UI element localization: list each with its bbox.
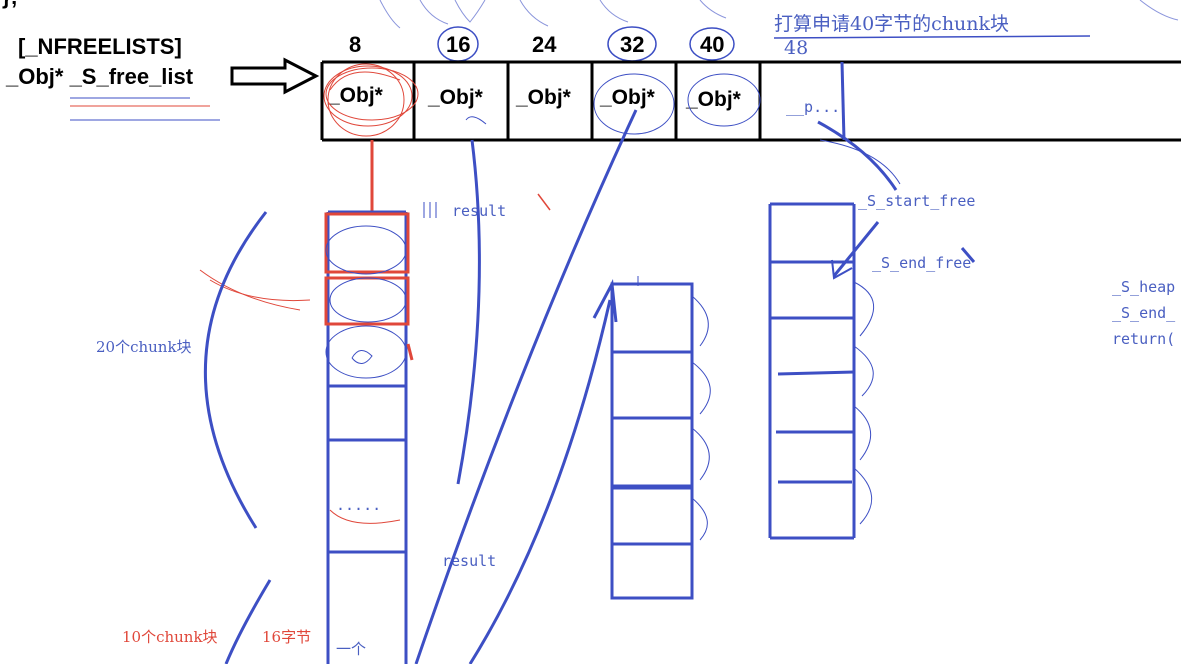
pointer-p	[817, 120, 898, 191]
result-label-bottom: result	[442, 552, 496, 570]
array-cell-text: __p...	[786, 98, 840, 116]
array-cell-text: _Obj*	[685, 88, 742, 111]
pointer-32	[414, 109, 638, 664]
p-divider	[840, 61, 846, 141]
chunk-scribble	[325, 225, 407, 379]
result-tick	[423, 202, 437, 218]
array-cell-text: _Obj*	[515, 86, 572, 109]
chunk-column-32	[610, 282, 694, 600]
return-fragment: return(	[1112, 330, 1175, 348]
column-32-scribble	[637, 276, 711, 541]
chunk-column-8	[326, 210, 408, 664]
nfreelists-label: [_NFREELISTS]	[18, 34, 182, 59]
ellipsis-label: .....	[336, 496, 381, 514]
index-label: 32	[620, 32, 644, 57]
array-cell-text: _Obj*	[427, 86, 484, 109]
pointer-arrow-icon	[230, 57, 320, 95]
free-list-label: _Obj* _S_free_list	[5, 64, 194, 89]
pointer-16	[456, 139, 481, 485]
memory-pool	[768, 202, 856, 540]
index-label: 16	[446, 32, 470, 57]
pointer-32-b	[468, 299, 612, 664]
red-tick	[406, 343, 414, 361]
chunk-count-10: 10个chunk块	[122, 628, 218, 646]
end-free-arrow	[832, 221, 880, 277]
heap-fragment: _S_heap	[1112, 278, 1175, 296]
note-underline	[773, 35, 1091, 39]
one-label: 一个	[336, 640, 366, 658]
code-fragment: };	[2, 0, 18, 9]
end-free-label: _S_end_free	[872, 254, 971, 272]
index-label: 8	[349, 32, 361, 57]
blue-scribble	[465, 73, 761, 135]
index-label: 40	[700, 32, 724, 57]
red-chunk	[324, 212, 410, 274]
bytes-16-label: 16字节	[262, 628, 311, 646]
array-cell-text: _Obj*	[599, 86, 656, 109]
index-label: 48	[784, 37, 808, 59]
end-free-tick	[960, 247, 976, 263]
red-tick	[537, 193, 551, 211]
request-note: 打算申请40字节的chunk块	[774, 13, 1009, 35]
brace-20	[204, 211, 268, 529]
index-label: 24	[532, 32, 557, 57]
top-scribbles	[379, 0, 1179, 29]
brace-10	[224, 579, 272, 664]
end-fragment: _S_end_	[1112, 304, 1176, 322]
start-free-label: _S_start_free	[858, 192, 975, 210]
chunk-count-20: 20个chunk块	[96, 338, 192, 356]
red-scribble	[323, 63, 419, 137]
free-list-array	[320, 60, 1181, 142]
index-circle	[689, 27, 735, 61]
red-swoosh	[199, 269, 401, 524]
array-cell-text: _Obj*	[327, 84, 384, 107]
pool-scribble	[819, 139, 901, 525]
arrow-head-icon	[831, 259, 853, 280]
